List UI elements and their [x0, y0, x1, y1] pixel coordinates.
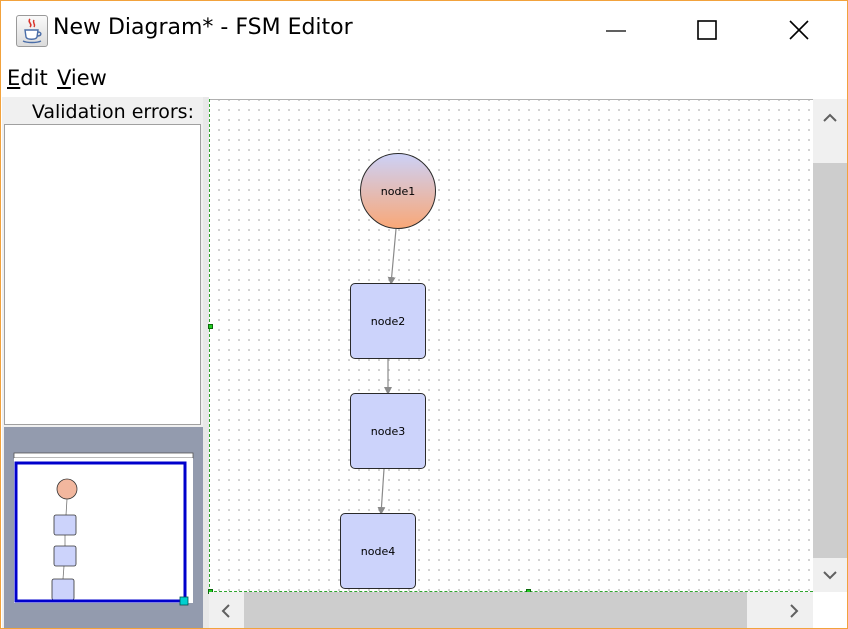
vertical-scrollbar[interactable]	[813, 99, 847, 592]
horizontal-scroll-thumb[interactable]	[244, 592, 747, 628]
panel-splitter[interactable]	[203, 97, 209, 628]
chevron-left-icon[interactable]	[219, 602, 233, 620]
node-label: node4	[360, 544, 396, 558]
left-panel: Validation errors:	[2, 97, 203, 628]
menu-edit-mnemonic: E	[7, 66, 21, 90]
chevron-up-icon[interactable]	[821, 111, 839, 125]
minimize-button[interactable]	[593, 9, 639, 53]
maximize-button[interactable]	[684, 9, 730, 53]
minimize-icon	[606, 30, 626, 32]
node-node4[interactable]: node4	[340, 513, 416, 589]
node-label: node1	[380, 184, 416, 198]
horizontal-scrollbar[interactable]	[209, 592, 813, 628]
menu-edit[interactable]: Edit	[7, 66, 48, 90]
canvas-selection-bottom	[209, 591, 813, 592]
overview-edge	[65, 498, 68, 516]
title-bar[interactable]: New Diagram* - FSM Editor	[1, 1, 847, 63]
node-node1[interactable]: node1	[360, 153, 436, 229]
menu-edit-label: dit	[20, 66, 48, 90]
menu-view[interactable]: View	[57, 66, 107, 90]
chevron-down-icon[interactable]	[821, 568, 839, 582]
chevron-right-icon[interactable]	[787, 602, 801, 620]
java-cup-icon	[16, 15, 48, 47]
overview-node2	[53, 514, 77, 536]
overview-resize-handle[interactable]	[179, 596, 189, 606]
overview-node3	[53, 545, 77, 567]
node-label: node3	[370, 424, 406, 438]
overview-node1	[56, 478, 78, 500]
diagram-canvas[interactable]	[209, 99, 813, 592]
close-icon	[789, 20, 809, 40]
menu-view-label: iew	[70, 66, 107, 90]
maximize-icon	[697, 20, 717, 40]
node-label: node2	[370, 314, 406, 328]
overview-node4	[51, 578, 75, 601]
canvas-selection-left	[209, 99, 210, 592]
scrollbar-corner	[813, 592, 847, 628]
selection-handle[interactable]	[208, 324, 213, 329]
node-node2[interactable]: node2	[350, 283, 426, 359]
vertical-scroll-thumb[interactable]	[813, 163, 847, 558]
overview-edge	[62, 565, 65, 580]
overview-canvas	[14, 458, 193, 603]
window-title: New Diagram* - FSM Editor	[53, 15, 353, 40]
overview-frame-top	[13, 452, 194, 459]
menu-view-mnemonic: V	[57, 66, 71, 90]
menu-bar: Edit View	[1, 63, 847, 97]
validation-errors-label: Validation errors:	[31, 101, 194, 123]
diagram-overview[interactable]	[4, 427, 203, 628]
validation-errors-list[interactable]	[4, 124, 201, 425]
overview-viewport[interactable]	[14, 461, 187, 603]
close-button[interactable]	[776, 9, 822, 53]
node-node3[interactable]: node3	[350, 393, 426, 469]
